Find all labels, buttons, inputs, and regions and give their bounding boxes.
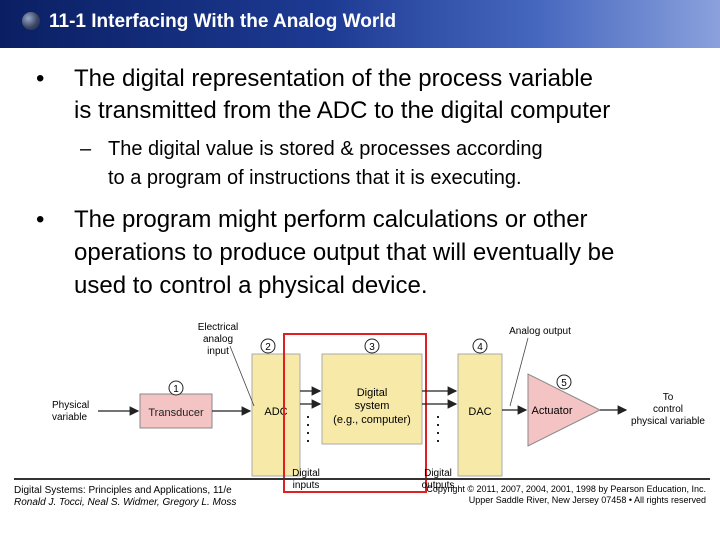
marker-4: 4 xyxy=(472,338,488,354)
footer-authors: Ronald J. Tocci, Neal S. Widmer, Gregory… xyxy=(14,497,237,508)
marker-3: 3 xyxy=(364,338,380,354)
digital-system-label-1: Digital xyxy=(357,387,388,399)
digital-system-block xyxy=(321,353,423,445)
dac-block xyxy=(457,353,503,477)
bullet-1: • The digital representation of the proce… xyxy=(36,64,593,94)
title-bar: 11-1 Interfacing With the Analog World xyxy=(0,0,720,48)
bullet-2-line-2: operations to produce output that will e… xyxy=(74,239,615,266)
digital-system-label-3: (e.g., computer) xyxy=(333,414,411,426)
sub-bullet-marker: – xyxy=(80,138,92,160)
footer-left: Digital Systems: Principles and Applicat… xyxy=(14,485,236,509)
bullet-2: • The program might perform calculations … xyxy=(36,205,588,235)
digital-inputs-label-2: inputs xyxy=(293,480,320,491)
digital-system-highlight xyxy=(283,333,427,493)
marker-5: 5 xyxy=(556,374,572,390)
sub-bullet-line-2: to a program of instructions that it is … xyxy=(108,167,522,189)
bullet-1-line-2: is transmitted from the ADC to the digit… xyxy=(74,97,611,124)
marker-1-label: 1 xyxy=(173,384,179,395)
marker-3-label: 3 xyxy=(369,342,375,353)
adc-block xyxy=(251,353,301,477)
slide-title: 11-1 Interfacing With the Analog World xyxy=(49,11,397,32)
electrical-label: Electrical xyxy=(198,322,239,333)
control-label: control xyxy=(653,404,683,415)
marker-2-label: 2 xyxy=(265,342,271,353)
marker-5-label: 5 xyxy=(561,378,567,389)
sub-bullet-line-1: The digital value is stored & processes … xyxy=(108,138,543,160)
marker-1: 1 xyxy=(168,380,184,396)
analog-interface-diagram: Transducer ADC Digital system (e.g., com… xyxy=(52,322,705,493)
bullet-2-line-1: The program might perform calculations o… xyxy=(74,206,588,233)
digital-inputs-label-1: Digital xyxy=(292,468,320,479)
physical-label: Physical xyxy=(52,400,89,411)
marker-2: 2 xyxy=(260,338,276,354)
transducer-block xyxy=(139,393,213,429)
variable-label: variable xyxy=(52,412,87,423)
bullet-marker: • xyxy=(36,206,45,233)
leader-electrical-input xyxy=(229,345,255,407)
leader-analog-output xyxy=(509,337,529,407)
footer-divider xyxy=(14,478,710,480)
footer-right: Copyright © 2011, 2007, 2004, 2001, 1998… xyxy=(426,484,706,506)
digital-outputs-label-2: outputs xyxy=(422,480,455,491)
analog-label: analog xyxy=(203,334,233,345)
physical-variable-label: physical variable xyxy=(631,416,705,427)
actuator-label: Actuator xyxy=(532,405,573,417)
adc-label: ADC xyxy=(264,406,287,418)
analog-output-label: Analog output xyxy=(509,326,571,337)
dac-label: DAC xyxy=(468,406,491,418)
sub-bullet: –The digital value is stored & processes… xyxy=(80,136,543,162)
title-bullet-icon xyxy=(22,12,40,30)
digital-system-label-2: system xyxy=(355,400,390,412)
footer-rights: Upper Saddle River, New Jersey 07458 • A… xyxy=(468,495,706,505)
transducer-label: Transducer xyxy=(148,407,204,419)
digital-outputs-label-1: Digital xyxy=(424,468,452,479)
input-label: input xyxy=(207,346,229,357)
bullet-marker: • xyxy=(36,65,45,92)
bullet-1-line-1: The digital representation of the proces… xyxy=(74,65,593,92)
footer-copyright: Copyright © 2011, 2007, 2004, 2001, 1998… xyxy=(426,484,706,494)
to-label: To xyxy=(663,392,674,403)
actuator-block xyxy=(527,373,602,447)
footer-book-title: Digital Systems: Principles and Applicat… xyxy=(14,485,232,496)
marker-4-label: 4 xyxy=(477,342,483,353)
bullet-2-line-3: used to control a physical device. xyxy=(74,272,428,299)
